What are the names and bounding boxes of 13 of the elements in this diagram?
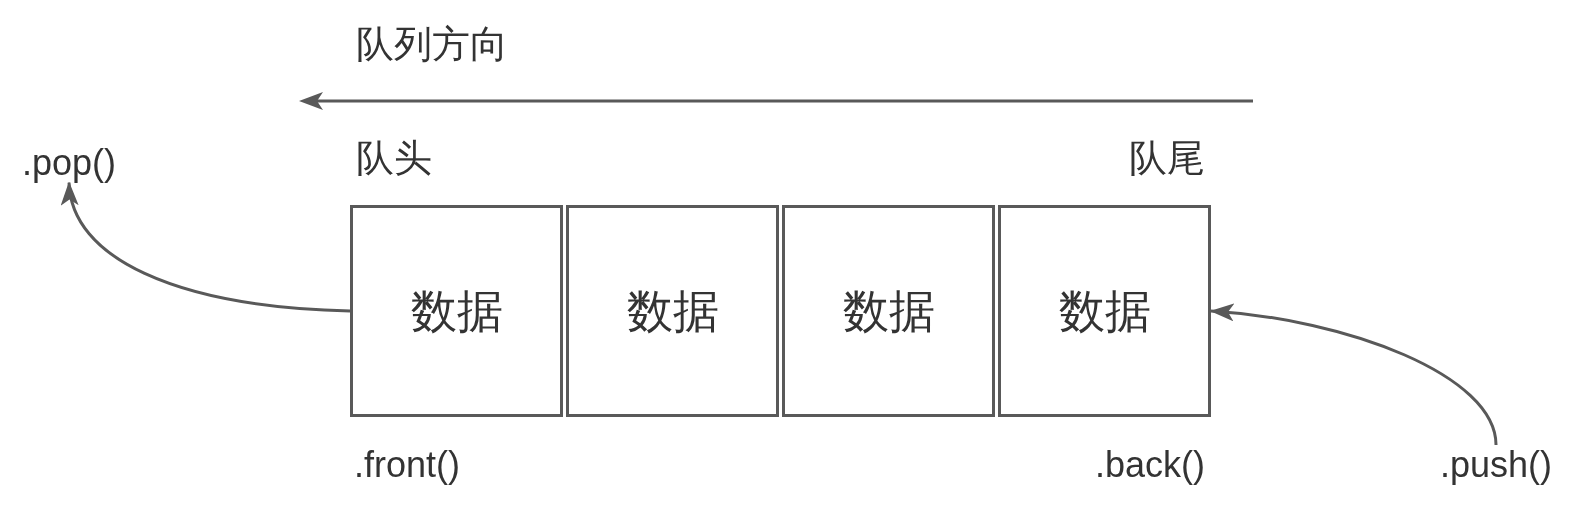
direction-label: 队列方向 — [356, 24, 508, 66]
method-label: .back() — [1094, 445, 1205, 485]
data-box: 数据 — [998, 205, 1211, 417]
method-label: .push() — [1440, 445, 1553, 485]
end-label: 队头 — [356, 138, 432, 180]
curved-arrow — [1210, 304, 1498, 446]
method-label: .front() — [354, 445, 460, 485]
data-box: 数据 — [782, 205, 995, 417]
curved-arrow — [63, 181, 351, 313]
end-label: 队尾 — [1129, 138, 1205, 180]
data-box: 数据 — [350, 205, 563, 417]
method-label: .pop() — [22, 143, 117, 183]
data-box: 数据 — [566, 205, 779, 417]
